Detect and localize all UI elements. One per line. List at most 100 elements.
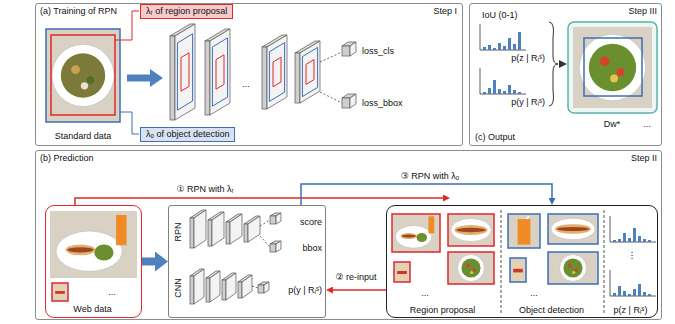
drink [518,219,531,245]
axis [610,270,611,296]
histogram-bar [518,32,521,50]
proposal-mark [306,60,314,85]
conv-layer [270,241,281,252]
histogram-bar [638,236,641,242]
column-divider [604,210,605,314]
network-box: RPNscorebboxCNNp(y | Rᵢˢ) [168,205,326,318]
photo-ground [392,214,440,252]
bun [454,225,487,235]
histogram-bar [498,89,501,94]
histogram-bar [613,293,616,296]
photo-ground [548,252,598,284]
histogram-bar [613,240,616,242]
connector [333,289,386,291]
topping [71,65,80,74]
histogram-bar [628,238,631,242]
histogram-bar [633,228,636,242]
bun [401,233,417,239]
conv-layer [226,214,242,244]
topping [610,75,618,83]
layer-face [190,218,194,248]
topping [600,56,609,65]
step-title: Step I [433,6,457,17]
input-box: Web data [45,205,142,318]
block-arrow [142,258,155,266]
layer-face [276,213,281,224]
box-frame [510,258,526,282]
conv-layer [190,269,204,304]
food-photo [46,29,120,122]
leader-line [120,112,139,134]
histogram-bar [493,80,496,94]
drink [428,216,434,233]
plate [579,34,645,100]
histogram [480,68,526,94]
prediction-figure [50,210,656,314]
bun [66,245,96,256]
food-photo [508,214,540,248]
box-frame [448,252,494,284]
step-title: Step II [631,153,657,164]
food-photo [448,214,494,246]
photo-ground [548,214,598,244]
photo-ground [46,29,120,122]
histogram-bar [513,44,516,50]
probability: p(y | Rᵢˢ) [511,97,545,108]
layer-face [194,210,206,248]
food-photo [548,214,598,244]
loss-name: loss_bbox [362,98,403,109]
parameter-tag: λₒ of object detection [140,127,235,142]
detection-mark [269,43,284,102]
connector [301,184,552,205]
topping [473,268,476,271]
layer-face [267,35,287,109]
layer-face [238,282,242,298]
plate [551,218,595,240]
block-arrow [127,75,151,82]
dotted-link [260,220,270,226]
conv-layer [244,216,260,242]
photo-ground [448,252,494,284]
layer-face [264,282,269,293]
bun [555,224,591,234]
layer-face [295,53,300,103]
output-figure [480,22,657,113]
histogram-bar [633,289,636,296]
food-photo [448,252,494,284]
layer-face [262,47,267,109]
output-name: bbox [302,243,322,254]
loss-name: loss_cls [362,46,394,57]
histogram-bar [498,43,501,50]
layer-face [350,94,356,108]
topping [572,271,575,274]
conv-layer [238,275,252,298]
column-caption: p(z | Rᵢˢ) [614,304,648,315]
network-name: RPN [173,222,184,241]
salad [416,233,427,242]
histogram-bar [503,46,506,50]
sausage [67,247,93,252]
step-panel: Web dataRPNscorebboxCNNp(y | Rᵢˢ)Region … [35,150,662,320]
salad [61,53,105,97]
conv-layer [295,41,320,103]
step-title: Step III [628,6,657,17]
layer-face [175,24,195,120]
connector-label: ② re-input [334,272,377,283]
dotted-link [320,52,342,62]
histogram-bar [513,90,516,94]
proposal-mark [181,53,189,91]
food-photo [510,258,526,282]
topping [568,264,572,268]
conv-layer [190,210,206,248]
dotted-link [260,236,270,247]
column-caption: Object detection [519,304,584,315]
photo-ground [573,27,652,108]
layer-face [208,220,212,246]
food-photo [573,27,652,108]
ellipsis: ... [643,119,651,130]
dotted-link [252,286,258,288]
conv-layer [170,24,195,120]
cup-band [397,271,407,274]
connector-label: ① RPN with λᵣ [175,184,234,195]
